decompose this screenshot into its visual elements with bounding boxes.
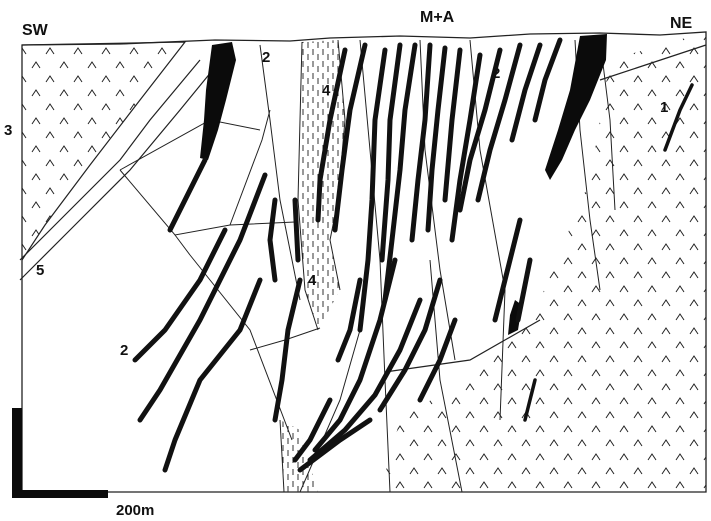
label-unit-2-left: 2 — [120, 342, 128, 359]
label-unit-1: 1 — [660, 99, 668, 116]
veins — [132, 37, 694, 473]
section-labels: SW NE M+A 3 5 2 2 2 4 4 1 — [4, 9, 693, 359]
label-unit-5: 5 — [36, 262, 44, 279]
label-unit-2-top-left: 2 — [262, 49, 270, 66]
unit-1-volcanic-area — [380, 32, 707, 492]
scale-bar: 200m — [12, 408, 154, 519]
scale-bar-label: 200m — [116, 502, 154, 519]
label-unit-2-top-right: 2 — [492, 65, 500, 82]
label-m-plus-a: M+A — [420, 9, 455, 26]
label-unit-3: 3 — [4, 122, 12, 139]
label-ne: NE — [670, 15, 693, 32]
unit-3-volcanic-area — [21, 41, 187, 261]
label-unit-4-upper: 4 — [322, 82, 331, 99]
label-unit-4-lower: 4 — [308, 272, 317, 289]
label-sw: SW — [22, 22, 49, 39]
